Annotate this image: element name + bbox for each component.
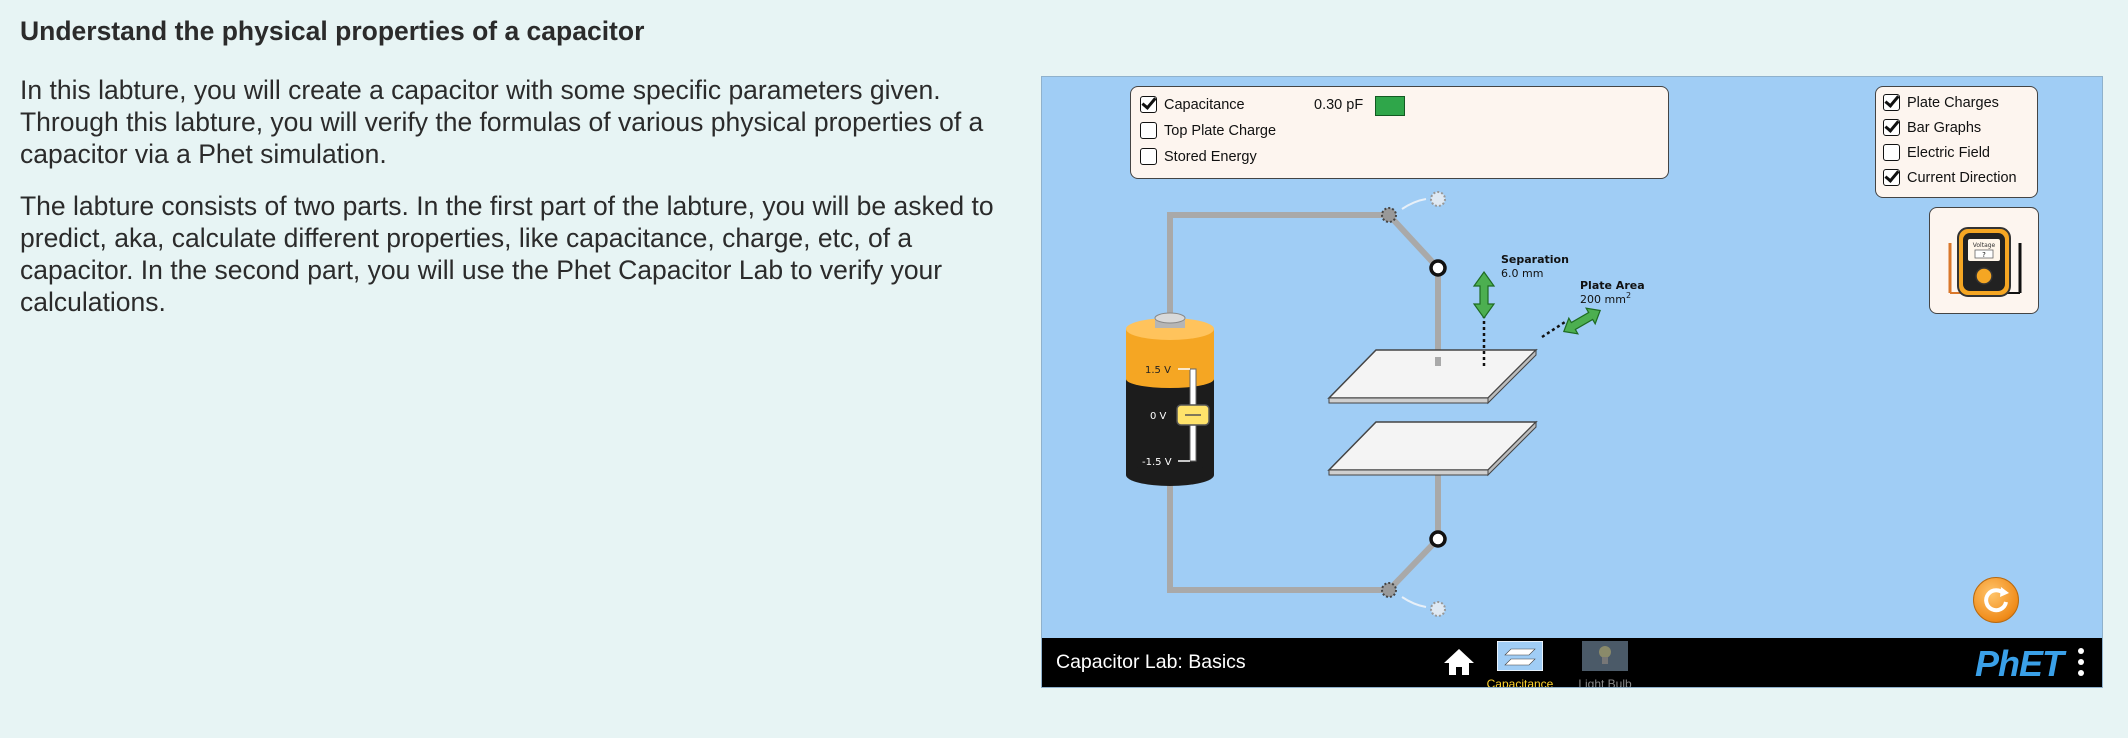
capacitance-screen-button[interactable]: Capacitance	[1482, 639, 1558, 687]
view-options-panel: Plate Charges Bar Graphs Electric Field …	[1875, 86, 2038, 198]
capacitance-value: 0.30 pF	[1314, 97, 1364, 113]
voltage-label-mid: 0 V	[1150, 411, 1167, 422]
top-switch-contact-icon	[1429, 259, 1447, 277]
top-switch-alt-contact-icon	[1430, 191, 1446, 207]
plate-charges-checkbox-row[interactable]: Plate Charges	[1883, 94, 1999, 111]
lesson-paragraph-parts: The labture consists of two parts. In th…	[20, 191, 994, 317]
top-switch-cue-arrow-icon	[1401, 198, 1427, 210]
top-wire	[1167, 212, 1389, 329]
plate-area-label: Plate Area	[1580, 279, 1645, 292]
voltmeter-reading: ?	[1982, 251, 1986, 259]
home-icon	[1444, 649, 1474, 675]
capacitance-checkbox-row[interactable]: Capacitance	[1140, 96, 1245, 113]
current-direction-checkbox[interactable]	[1883, 169, 1900, 186]
voltage-label-top: 1.5 V	[1145, 365, 1171, 376]
electric-field-checkbox-row[interactable]: Electric Field	[1883, 144, 1990, 161]
phet-navbar: Capacitor Lab: Basics Capacitance Light …	[1042, 638, 2102, 687]
capacitance-screen-thumbnail-icon	[1496, 640, 1544, 672]
bottom-switch-alt-contact-icon	[1430, 601, 1446, 617]
voltage-label-bottom: -1.5 V	[1142, 457, 1172, 468]
plate-charges-label: Plate Charges	[1907, 94, 1999, 111]
voltmeter-label: Voltage	[1973, 242, 1996, 249]
phet-menu-button[interactable]	[2076, 648, 2086, 678]
separation-value: 6.0 mm	[1501, 267, 1543, 280]
phet-logo[interactable]: PhET	[1975, 643, 2064, 684]
bottom-switch-hinge-icon	[1381, 582, 1397, 598]
top-plate-charge-checkbox[interactable]	[1140, 122, 1157, 139]
voltmeter-icon[interactable]: Voltage ?	[1930, 208, 2038, 313]
light-bulb-screen-label: Light Bulb	[1578, 677, 1632, 688]
light-bulb-screen-button[interactable]: Light Bulb	[1567, 639, 1643, 687]
meters-panel: Capacitance 0.30 pF Top Plate Charge Sto…	[1130, 86, 1669, 179]
top-plate-charge-checkbox-row[interactable]: Top Plate Charge	[1140, 122, 1276, 139]
voltage-slider-thumb[interactable]	[1176, 404, 1210, 426]
top-switch-arm[interactable]	[1386, 212, 1441, 271]
bottom-plate	[1327, 420, 1538, 477]
separation-drag-arrow-icon[interactable]	[1472, 270, 1496, 320]
plate-area-drag-arrow-icon[interactable]	[1559, 303, 1604, 340]
capacitance-screen-label: Capacitance	[1486, 677, 1554, 688]
sim-play-area: Capacitance 0.30 pF Top Plate Charge Sto…	[1042, 77, 2102, 638]
capacitance-label: Capacitance	[1164, 96, 1245, 113]
current-direction-label: Current Direction	[1907, 169, 2017, 186]
bar-graphs-checkbox-row[interactable]: Bar Graphs	[1883, 119, 1981, 136]
top-plate[interactable]	[1327, 348, 1538, 405]
bottom-switch-contact-icon	[1429, 530, 1447, 548]
separation-label: Separation	[1501, 253, 1569, 266]
menu-dot-icon	[2078, 670, 2084, 676]
menu-dot-icon	[2078, 648, 2084, 654]
current-direction-checkbox-row[interactable]: Current Direction	[1883, 169, 2017, 186]
plate-area-dotted-line	[1541, 320, 1566, 339]
stored-energy-checkbox[interactable]	[1140, 148, 1157, 165]
stored-energy-checkbox-row[interactable]: Stored Energy	[1140, 148, 1257, 165]
electric-field-label: Electric Field	[1907, 144, 1990, 161]
light-bulb-screen-thumbnail-icon	[1582, 641, 1628, 671]
lesson-title: Understand the physical properties of a …	[20, 16, 645, 46]
phet-simulation: Capacitance 0.30 pF Top Plate Charge Sto…	[1041, 76, 2103, 688]
voltmeter-toolbox[interactable]: Voltage ?	[1929, 207, 2039, 314]
home-button[interactable]	[1442, 647, 1476, 677]
battery	[1126, 312, 1214, 486]
reset-all-button[interactable]	[1973, 577, 2019, 623]
bottom-wire	[1167, 485, 1389, 593]
top-switch-hinge-icon	[1381, 207, 1397, 223]
bar-graphs-checkbox[interactable]	[1883, 119, 1900, 136]
top-plate-charge-label: Top Plate Charge	[1164, 122, 1277, 139]
electric-field-checkbox[interactable]	[1883, 144, 1900, 161]
menu-dot-icon	[2078, 659, 2084, 665]
bar-graphs-label: Bar Graphs	[1907, 119, 1982, 136]
plate-area-value: 200 mm	[1580, 293, 1626, 306]
capacitance-bar	[1375, 96, 1405, 116]
stored-energy-label: Stored Energy	[1164, 148, 1257, 165]
circuit-diagram: Separation 6.0 mm Plate Area 200 mm2	[1126, 191, 1645, 617]
plate-area-unit-exponent: 2	[1626, 291, 1631, 300]
bottom-switch-cue-arrow-icon	[1401, 596, 1427, 608]
plate-charges-checkbox[interactable]	[1883, 94, 1900, 111]
lesson-paragraph-intro: In this labture, you will create a capac…	[20, 75, 984, 169]
bottom-switch-arm[interactable]	[1386, 536, 1441, 593]
sim-title: Capacitor Lab: Basics	[1056, 651, 1246, 673]
capacitance-checkbox[interactable]	[1140, 96, 1157, 113]
reset-icon	[1984, 587, 2009, 613]
lesson-content: Understand the physical properties of a …	[20, 16, 1010, 338]
plate-area-value-text: 200 mm2	[1580, 291, 1631, 306]
